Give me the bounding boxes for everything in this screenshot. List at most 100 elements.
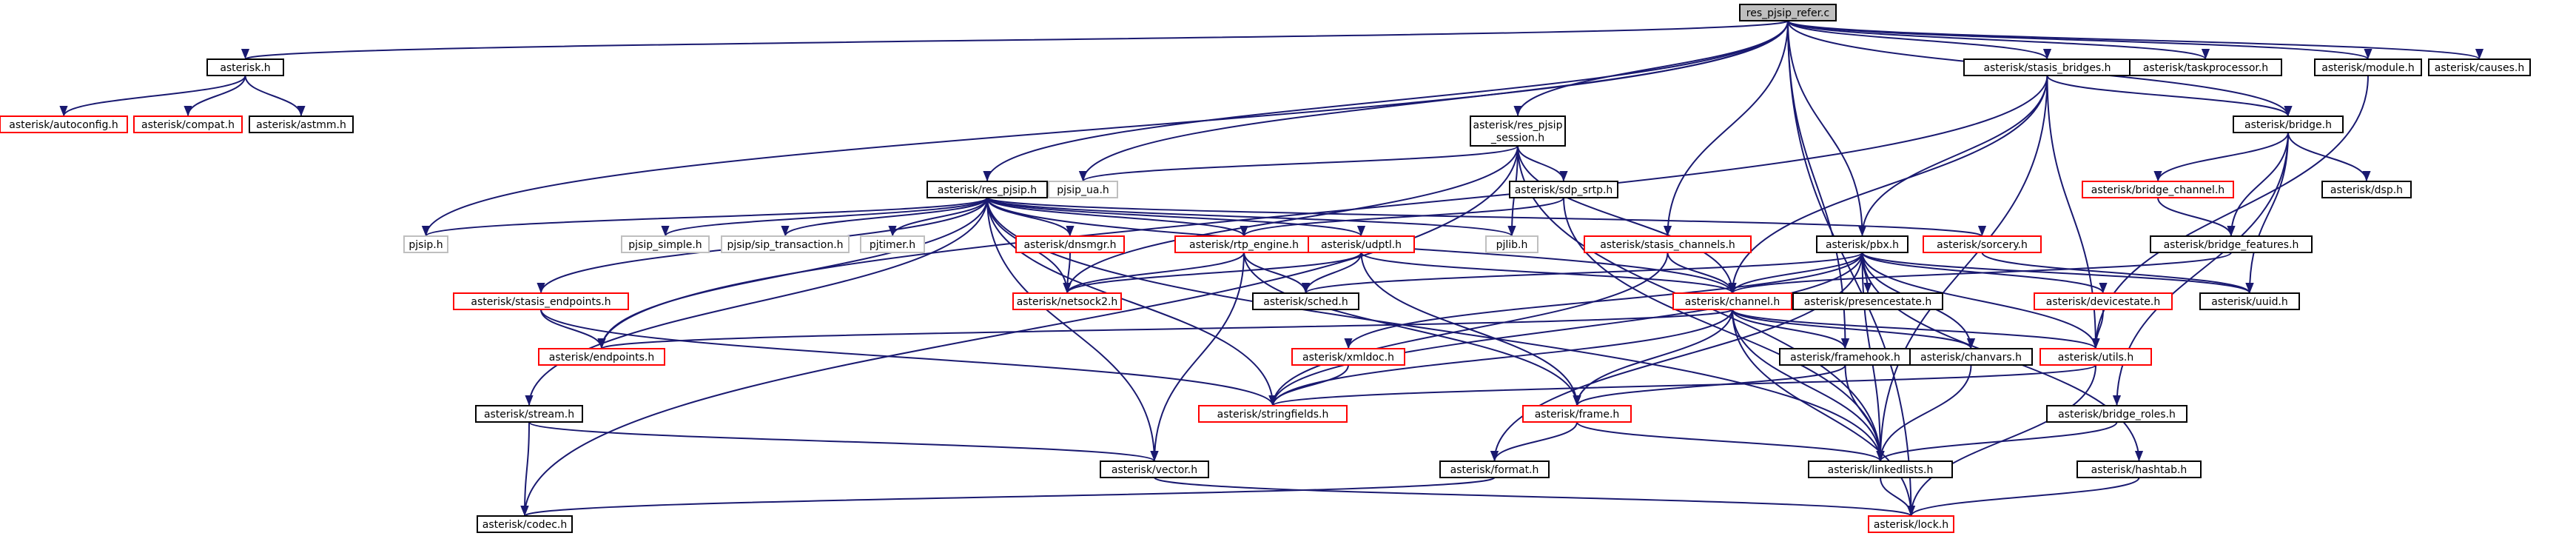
node-module[interactable]: asterisk/module.h (2314, 58, 2422, 76)
node-label: asterisk/frame.h (1535, 409, 1620, 421)
node-label: asterisk/pbx.h (1826, 239, 1899, 251)
node-compat[interactable]: asterisk/compat.h (133, 115, 243, 133)
node-pjsip-simple[interactable]: pjsip_simple.h (621, 235, 710, 253)
node-codec[interactable]: asterisk/codec.h (477, 515, 573, 533)
node-label: asterisk/xmldoc.h (1302, 352, 1394, 364)
node-label: asterisk/stasis_channels.h (1600, 239, 1735, 251)
node-bridge-channel[interactable]: asterisk/bridge_channel.h (2082, 181, 2234, 198)
edge-framehook-to-linkedlists (1844, 364, 1885, 462)
node-stasis-endpoints[interactable]: asterisk/stasis_endpoints.h (453, 292, 629, 310)
node-hashtab[interactable]: asterisk/hashtab.h (2076, 460, 2202, 478)
node-res-pjsip-session[interactable]: asterisk/res_pjsip_session.h (1470, 115, 1566, 147)
node-res-pjsip-refer[interactable]: res_pjsip_refer.c (1739, 4, 1837, 21)
edge-channel-to-endpoints (598, 309, 1733, 349)
node-utils[interactable]: asterisk/utils.h (2039, 348, 2152, 366)
edge-pbx-to-xmldoc (1344, 252, 1863, 349)
node-box (1816, 235, 1909, 253)
node-label: asterisk/dnsmgr.h (1023, 239, 1116, 251)
node-causes[interactable]: asterisk/causes.h (2428, 58, 2531, 76)
edge-channel-to-utils (1732, 309, 2100, 349)
node-stream[interactable]: asterisk/stream.h (475, 405, 583, 423)
edge-bridge-roles-to-linkedlists (1876, 421, 2118, 462)
node-astmm[interactable]: asterisk/astmm.h (249, 115, 354, 133)
edge-stasis-channels-to-stringfields (1268, 252, 1669, 406)
node-label: asterisk/compat.h (141, 119, 235, 131)
node-label: asterisk/linkedlists.h (1828, 464, 1934, 476)
node-taskprocessor[interactable]: asterisk/taskprocessor.h (2129, 58, 2282, 76)
node-label: asterisk/vector.h (1112, 464, 1197, 476)
node-frame[interactable]: asterisk/frame.h (1522, 405, 1632, 423)
node-box (403, 235, 448, 253)
edge-res-pjsip-h-to-pjsip-h (422, 197, 988, 237)
node-udptl[interactable]: asterisk/udptl.h (1308, 235, 1415, 253)
node-lock[interactable]: asterisk/lock.h (1868, 515, 1954, 533)
edge-res-pjsip-session-to-sdp-srtp (1517, 145, 1568, 182)
node-bridge[interactable]: asterisk/bridge.h (2233, 115, 2344, 133)
node-format[interactable]: asterisk/format.h (1439, 460, 1550, 478)
node-label: asterisk/sdp_srtp.h (1515, 184, 1613, 196)
node-sorcery[interactable]: asterisk/sorcery.h (1923, 235, 2042, 253)
node-devicestate[interactable]: asterisk/devicestate.h (2034, 292, 2173, 310)
node-box (1439, 460, 1550, 478)
node-box (1308, 235, 1415, 253)
node-res-pjsip-h[interactable]: asterisk/res_pjsip.h (927, 181, 1048, 198)
edge-channel-to-lock (1732, 309, 1916, 517)
node-box (1739, 4, 1837, 21)
node-box (721, 235, 850, 253)
edge-res-pjsip-session-to-netsock2 (1063, 145, 1519, 294)
node-channel[interactable]: asterisk/channel.h (1672, 292, 1792, 310)
node-linkedlists[interactable]: asterisk/linkedlists.h (1808, 460, 1953, 478)
node-box (2428, 58, 2531, 76)
node-pjlib[interactable]: pjlib.h (1485, 235, 1538, 253)
node-label: asterisk/res_pjsip.h (938, 184, 1037, 196)
node-box (2039, 348, 2152, 366)
edge-pbx-to-utils (1861, 252, 2100, 349)
node-pjsip-sip-transaction[interactable]: pjsip/sip_transaction.h (721, 235, 850, 253)
node-label: asterisk/rtp_engine.h (1189, 239, 1299, 251)
node-dnsmgr[interactable]: asterisk/dnsmgr.h (1015, 235, 1125, 253)
node-bridge-features[interactable]: asterisk/bridge_features.h (2150, 235, 2313, 253)
edge-stasis-endpoints-to-stringfields (540, 309, 1277, 406)
node-chanvars[interactable]: asterisk/chanvars.h (1909, 348, 2033, 366)
edge-udptl-to-channel (1360, 252, 1737, 294)
node-dsp[interactable]: asterisk/dsp.h (2321, 181, 2412, 198)
edge-bridge-to-uuid (2245, 132, 2289, 294)
edge-bridge-channel-to-bridge-features (2157, 197, 2236, 237)
node-rtp-engine[interactable]: asterisk/rtp_engine.h (1174, 235, 1314, 253)
node-autoconfig[interactable]: asterisk/autoconfig.h (0, 115, 128, 133)
node-bridge-roles[interactable]: asterisk/bridge_roles.h (2046, 405, 2187, 423)
node-stasis-channels[interactable]: asterisk/stasis_channels.h (1584, 235, 1752, 253)
node-netsock2[interactable]: asterisk/netsock2.h (1012, 292, 1122, 310)
node-box (2199, 292, 2300, 310)
edge-stasis-bridges-to-bridge (2046, 75, 2293, 117)
node-sdp-srtp[interactable]: asterisk/sdp_srtp.h (1509, 181, 1618, 198)
edge-res-pjsip-h-to-pjsip-simple (661, 197, 988, 237)
edge-res-pjsip-h-to-stream (525, 197, 988, 406)
node-pjsip-ua[interactable]: pjsip_ua.h (1048, 181, 1118, 198)
node-sched[interactable]: asterisk/sched.h (1252, 292, 1359, 310)
node-box (2129, 58, 2282, 76)
node-presencestate[interactable]: asterisk/presencestate.h (1792, 292, 1943, 310)
node-xmldoc[interactable]: asterisk/xmldoc.h (1291, 348, 1405, 366)
node-label: asterisk/bridge_features.h (2164, 239, 2299, 251)
node-pjsip-h[interactable]: pjsip.h (403, 235, 448, 253)
edge-res-pjsip-session-to-pjsip-ua (1079, 145, 1519, 182)
node-vector[interactable]: asterisk/vector.h (1100, 460, 1209, 478)
edge-channel-to-chanvars (1732, 309, 1975, 349)
edge-res-pjsip-refer-to-res-pjsip-h (983, 20, 1789, 182)
node-pjtimer[interactable]: pjtimer.h (860, 235, 925, 253)
node-framehook[interactable]: asterisk/framehook.h (1779, 348, 1911, 366)
node-endpoints[interactable]: asterisk/endpoints.h (538, 348, 665, 366)
node-label: pjsip/sip_transaction.h (727, 239, 843, 251)
node-label: asterisk/res_pjsip (1473, 120, 1563, 132)
node-uuid[interactable]: asterisk/uuid.h (2199, 292, 2300, 310)
node-label: asterisk/autoconfig.h (9, 119, 118, 131)
node-stringfields[interactable]: asterisk/stringfields.h (1198, 405, 1348, 423)
node-stasis-bridges[interactable]: asterisk/stasis_bridges.h (1963, 58, 2131, 76)
node-label: asterisk/stasis_endpoints.h (471, 296, 611, 308)
node-asterisk-h[interactable]: asterisk.h (206, 58, 284, 76)
edge-bridge-to-bridge-features (2227, 132, 2289, 237)
node-pbx[interactable]: asterisk/pbx.h (1816, 235, 1909, 253)
edge-res-pjsip-h-to-pjlib (986, 197, 1516, 237)
